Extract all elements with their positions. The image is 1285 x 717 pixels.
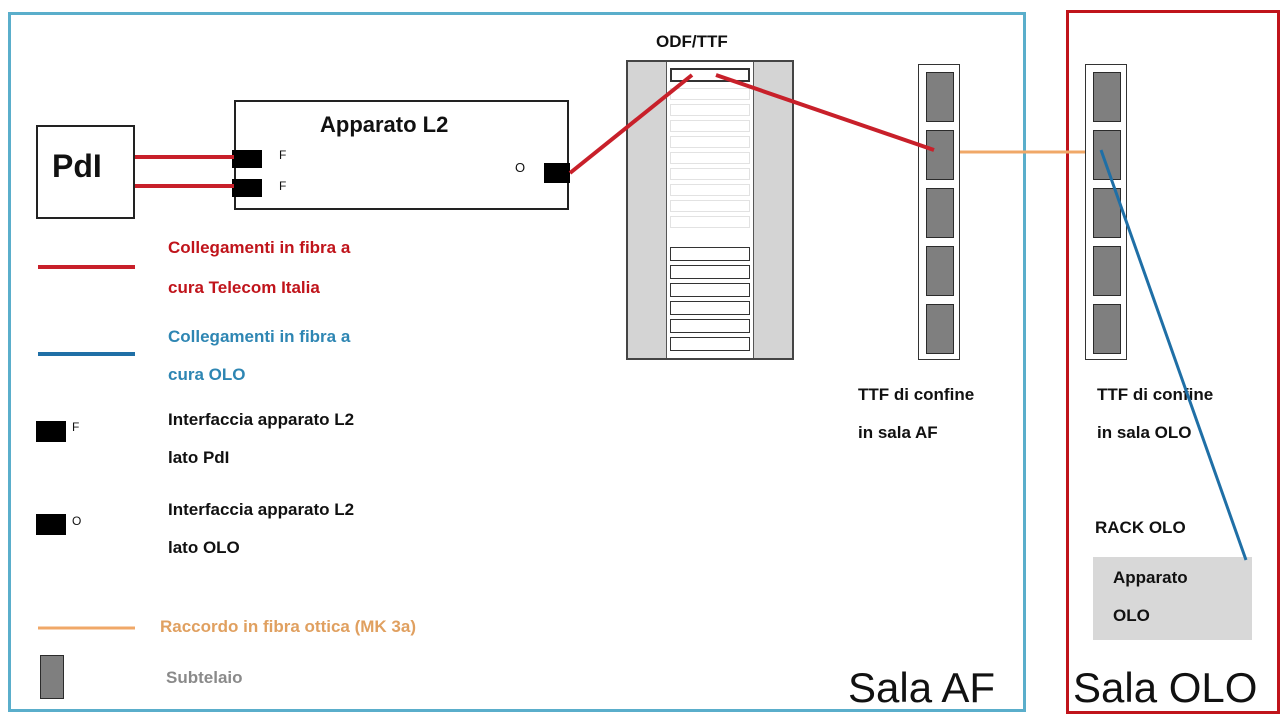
port-f-1 (232, 150, 262, 168)
ttf-af-subtelaio (926, 246, 954, 296)
apparato-olo-label-2: OLO (1113, 606, 1150, 625)
ttf-olo-subtelaio (1093, 246, 1121, 296)
apparato-l2-label: Apparato L2 (320, 112, 449, 137)
legend-iface-f-text-2: lato PdI (168, 448, 230, 467)
pdi-box (36, 125, 135, 219)
apparato-olo-box (1093, 557, 1252, 640)
odf-ttf-label: ODF/TTF (656, 32, 728, 51)
port-o (544, 163, 570, 183)
port-f-2 (232, 179, 262, 197)
ttf-af-subtelaio (926, 72, 954, 122)
odf-slot (670, 319, 750, 333)
legend-red-text-2: cura Telecom Italia (168, 278, 320, 297)
legend-subtelaio-icon (40, 655, 64, 699)
odf-slot-faint-5 (670, 152, 750, 164)
ttf-af-subtelaio (926, 304, 954, 354)
legend-iface-o-text-2: lato OLO (168, 538, 240, 557)
sala-olo-label: Sala OLO (1073, 664, 1258, 711)
port-f-1-label: F (279, 148, 287, 162)
odf-slot-faint-9 (670, 216, 750, 228)
legend-port-o-label: O (72, 514, 82, 528)
odf-slot (670, 247, 750, 261)
ttf-af-label-2: in sala AF (858, 423, 938, 442)
ttf-olo-subtelaio (1093, 72, 1121, 122)
odf-slot (670, 265, 750, 279)
odf-slot-faint-7 (670, 184, 750, 196)
ttf-olo-label-2: in sala OLO (1097, 423, 1192, 442)
legend-iface-o-text-1: Interfaccia apparato L2 (168, 500, 355, 519)
port-f-2-label: F (279, 179, 287, 193)
pdi-label: PdI (52, 148, 102, 184)
fiber-odf-ttf (715, 73, 935, 152)
apparato-olo-label-1: Apparato (1113, 568, 1188, 587)
legend-blue-text-2: cura OLO (168, 365, 246, 384)
fiber-l2-odf (568, 73, 694, 175)
ttf-olo-subtelaio (1093, 304, 1121, 354)
legend-raccordo-text: Raccordo in fibra ottica (MK 3a) (160, 617, 416, 636)
legend-blue-text-1: Collegamenti in fibra a (168, 327, 351, 346)
odf-slot (670, 301, 750, 315)
legend-subtelaio-text: Subtelaio (166, 668, 243, 687)
legend-port-o (36, 514, 66, 535)
ttf-olo-label-1: TTF di confine (1097, 385, 1214, 404)
ttf-olo-subtelaio (1093, 130, 1121, 180)
ttf-af-subtelaio (926, 188, 954, 238)
port-o-label: O (515, 160, 526, 175)
sala-olo-frame (1066, 10, 1280, 714)
odf-slot-faint-8 (670, 200, 750, 212)
sala-af-frame (8, 12, 1026, 712)
ttf-af-label-1: TTF di confine (858, 385, 975, 404)
ttf-af-subtelaio (926, 130, 954, 180)
odf-slot-faint-6 (670, 168, 750, 180)
legend-port-f-label: F (72, 420, 80, 434)
odf-slot-faint-3 (670, 120, 750, 132)
legend-port-f (36, 421, 66, 442)
sala-af-label: Sala AF (848, 664, 996, 711)
odf-slot-faint-2 (670, 104, 750, 116)
legend-red-text-1: Collegamenti in fibra a (168, 238, 351, 257)
odf-slot-faint-4 (670, 136, 750, 148)
legend-iface-f-text-1: Interfaccia apparato L2 (168, 410, 355, 429)
odf-slot (670, 337, 750, 351)
fiber-olo-to-apparato (1099, 149, 1248, 561)
rack-olo-label: RACK OLO (1095, 518, 1186, 537)
odf-slot (670, 283, 750, 297)
